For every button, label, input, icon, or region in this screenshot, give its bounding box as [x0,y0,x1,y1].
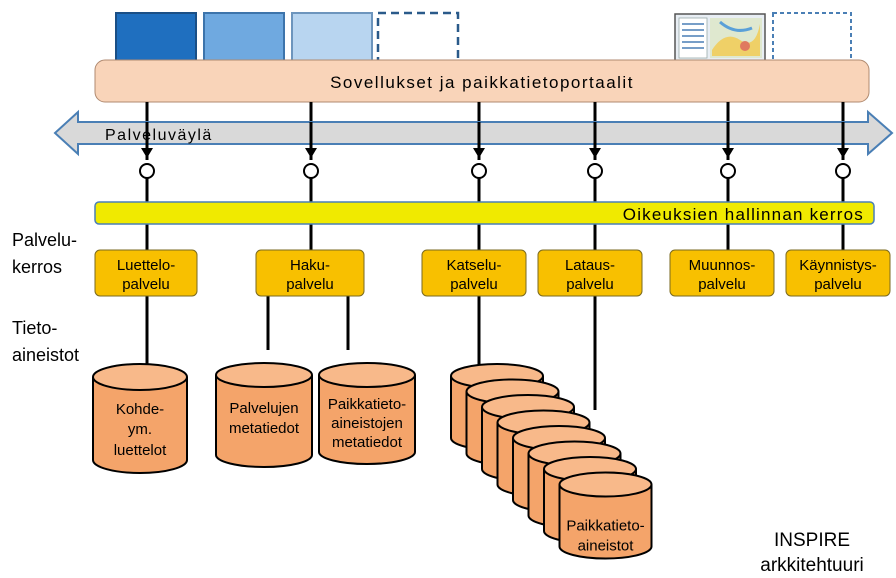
service-catalog: Luettelo- palvelu [94,249,198,297]
service-discovery: Haku- palvelu [255,249,365,297]
dataset-service-metadata-line2: metatiedot [229,420,300,437]
service-discovery-line1: Haku- [290,257,330,274]
dataset-catalog-line2: ym. [128,421,152,438]
service-invoke: Käynnistys- palvelu [785,249,891,297]
app-box-dark [115,12,197,64]
service-catalog-line2: palvelu [122,276,170,293]
service-boxes: Luettelo- palvelu Haku- palvelu Katselu-… [94,249,891,297]
service-bus-arrow [53,109,894,157]
dataset-geodata-stack: Paikkatieto-aineistot [450,363,653,560]
service-catalog-line1: Luettelo- [117,257,175,274]
service-view-line2: palvelu [450,276,498,293]
dataset-dataset-metadata-line1: Paikkatieto- [328,396,406,413]
map-portal-thumbnail-icon [674,13,766,63]
dataset-service-metadata-cylinder: Palvelujen metatiedot [215,362,313,468]
service-transform-line2: palvelu [698,276,746,293]
geodata-cylinder [558,471,653,560]
service-view: Katselu- palvelu [421,249,527,297]
app-box-mid [203,12,285,64]
dataset-dataset-metadata-cylinder: Paikkatieto- aineistojen metatiedot [318,362,416,465]
data-layer-label-line2: aineistot [12,345,79,365]
dataset-catalog-line1: Kohde- [116,401,164,418]
rights-layer-bar [94,201,875,225]
data-layer-label-line1: Tieto- [12,318,57,338]
rights-label: Oikeuksien hallinnan kerros [623,205,864,224]
bus-label: Palveluväylä [105,127,213,144]
footer-line2: arkkitehtuuri [760,555,864,576]
service-invoke-line2: palvelu [814,276,862,293]
service-view-line1: Katselu- [446,257,501,274]
app-box-dashed-placeholder-right [772,12,852,64]
service-download-line2: palvelu [566,276,614,293]
dataset-service-metadata-line1: Palvelujen [229,400,298,417]
dataset-dataset-metadata-line2: aineistojen [331,415,403,432]
dataset-catalog-cylinder: Kohde- ym. luettelot [92,363,188,474]
app-box-light [291,12,373,64]
dataset-geodata-line2: aineistot [578,538,635,555]
service-transform-line1: Muunnos- [689,257,756,274]
interface-circles [139,163,851,179]
bus-arrows [141,122,849,158]
service-transform: Muunnos- palvelu [669,249,775,297]
service-discovery-line2: palvelu [286,276,334,293]
dataset-dataset-metadata-line3: metatiedot [332,434,403,451]
service-invoke-line1: Käynnistys- [799,257,877,274]
dataset-geodata-line1: Paikkatieto- [566,518,644,535]
service-layer-label-line1: Palvelu- [12,230,77,250]
application-boxes [115,11,852,65]
portal-bar [94,59,870,103]
service-layer-label-line2: kerros [12,257,62,277]
footer-line1: INSPIRE [774,530,850,551]
dataset-catalog-line3: luettelot [114,442,167,459]
portal-label: Sovellukset ja paikkatietoportaalit [330,73,634,92]
service-download: Lataus- palvelu [537,249,643,297]
service-download-line1: Lataus- [565,257,615,274]
app-box-dashed-placeholder [376,11,460,65]
